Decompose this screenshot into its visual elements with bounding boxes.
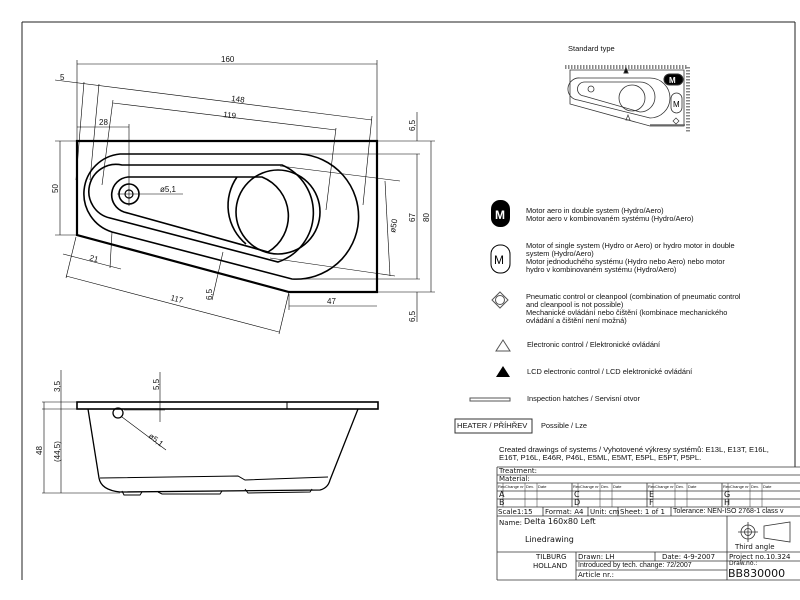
pneumatic-control-diamond-icon <box>491 291 509 309</box>
legend-motor-single-line1: Motor of single system (Hydro or Aero) o… <box>526 241 735 250</box>
unit-field: Unit: cm <box>590 508 620 516</box>
scale-field: Scale1:15 <box>498 508 533 516</box>
dim-119: 119 <box>223 110 237 121</box>
side-view-dimension-labels: 3,5 5,5 48 (44,5) ø5,1 <box>35 378 165 462</box>
tub-rim <box>76 401 379 410</box>
systems-note-line1: Created drawings of systems / Vyhotovené… <box>499 445 769 454</box>
projection-label: Third angle <box>735 543 775 551</box>
tolerance-field: Tolerance: NEN-ISO 2768-1 class v <box>673 508 784 515</box>
electronic-control-triangle-icon <box>495 339 511 352</box>
rev-a: A <box>499 490 505 499</box>
thumbnail-motor-single: M <box>673 100 680 109</box>
dim-28: 28 <box>99 118 108 127</box>
dim-160: 160 <box>221 55 235 64</box>
article-field: Article nr.: <box>578 571 614 579</box>
lcd-control-filled-triangle-icon <box>496 366 510 377</box>
dim-50: 50 <box>51 184 60 193</box>
material-field: Material: <box>499 475 530 483</box>
project-number: Project no.10.324 <box>729 553 791 561</box>
svg-text:M: M <box>494 253 504 267</box>
legend-heater-possible: Possible / Lze <box>541 421 588 430</box>
basin-circle <box>235 169 321 255</box>
dim-44-5: (44,5) <box>53 441 62 462</box>
dim-21: 21 <box>88 253 99 264</box>
legend-pneumatic-line1: Pneumatic control or cleanpool (combinat… <box>526 292 741 301</box>
rev-e: E <box>649 490 655 499</box>
rev-b: B <box>499 498 505 507</box>
draw-no-label: Draw.no.: <box>729 560 758 567</box>
rev-c: C <box>574 490 580 499</box>
legend-icons: M M <box>454 200 533 434</box>
legend-pneumatic-line4: ovládání a čištění není možná) <box>526 316 627 325</box>
legend-pneumatic-line3: Mechanické ovládání nebo čištění (kombin… <box>526 308 728 317</box>
legend-lcd-control: LCD electronic control / LCD elektronick… <box>527 367 693 376</box>
drawn-field: Drawn: LH <box>578 553 615 561</box>
legend-motor-aero-line2: Motor aero v kombinovaném systému (Hydro… <box>526 214 694 223</box>
dim-117: 117 <box>169 293 184 305</box>
heater-box <box>454 418 533 434</box>
motor-aero-filled-icon: M <box>491 200 510 227</box>
standard-type-thumbnail: M M <box>565 65 690 132</box>
legend-motor-single-line4: hydro v kombinovaném systému (Hydro/Aero… <box>526 265 677 274</box>
drawing-number: BB830000 <box>728 567 786 580</box>
dim-80: 80 <box>422 213 431 222</box>
title-block-grid <box>496 466 800 581</box>
standard-type-title: Standard type <box>568 44 615 53</box>
tub-outline <box>75 139 379 294</box>
company-line2: HOLLAND <box>533 562 568 570</box>
inner-basin <box>110 176 290 253</box>
top-view-dimension-labels: 160 5 148 119 28 ø5,1 50 ø50 67 80 6,5 6… <box>51 55 431 322</box>
thumbnail-motor-aero: M <box>669 76 676 85</box>
tub-body <box>87 408 359 493</box>
treatment-field: Treatment: <box>499 467 537 475</box>
dimension-lines <box>54 60 435 335</box>
rev-d: D <box>574 498 581 507</box>
dim-drain-dia: ø5,1 <box>147 431 166 448</box>
legend-inspection-hatch: Inspection hatches / Servisní otvor <box>527 394 640 403</box>
legend-motor-single-line3: Motor jednoduchého systému (Hydro nebo A… <box>526 257 725 266</box>
legend-electronic-control: Electronic control / Elektronické ovládá… <box>527 340 661 349</box>
name-label: Name: <box>499 519 523 527</box>
inspection-hatch-icon <box>469 397 511 402</box>
format-field: Format: A4 <box>545 508 584 516</box>
dim-67: 67 <box>408 213 417 222</box>
legend-motor-aero-line1: Motor aero in double system (Hydro/Aero) <box>526 206 664 215</box>
svg-text:M: M <box>495 208 505 222</box>
systems-note-line2: E16T, P16L, E46R, P46L, E5ML, E5MT, E5PL… <box>499 453 702 462</box>
legend-heater-label: HEATER / PŘÍHŘEV <box>457 421 528 430</box>
date-field: Date: 4-9-2007 <box>662 553 716 561</box>
rev-h: H <box>724 498 731 507</box>
legend-motor-single-line2: system (Hydro/Aero) <box>526 249 594 258</box>
dim-rim-top: 6,5 <box>408 119 417 131</box>
dim-dia-50: ø50 <box>388 218 399 234</box>
dim-48: 48 <box>35 446 44 455</box>
drawing-subtitle: Linedrawing <box>525 535 574 544</box>
company-line1: TILBURG <box>536 553 567 561</box>
dim-5: 5 <box>60 73 65 82</box>
rev-f: F <box>649 498 654 507</box>
legend-pneumatic-line2: and cleanpool is not possible) <box>526 300 624 309</box>
dim-5-5: 5,5 <box>152 378 161 390</box>
overflow-hole <box>112 407 124 419</box>
third-angle-projection-icon <box>738 521 791 543</box>
dim-hole-dia: ø5,1 <box>160 185 177 194</box>
side-view <box>42 370 379 496</box>
dim-rim-side: 6,5 <box>205 288 214 300</box>
drawing-name: Delta 160x80 Left <box>524 517 596 526</box>
introduced-field: Introduced by tech. change: 72/2007 <box>578 562 692 569</box>
dim-47: 47 <box>327 297 336 306</box>
dim-rim-bottom: 6,5 <box>408 310 417 322</box>
sheet-field: Sheet: 1 of 1 <box>620 508 665 516</box>
dim-3-5: 3,5 <box>53 380 62 392</box>
top-view <box>54 60 435 335</box>
backrest-arc <box>227 176 247 245</box>
outer-rim-loop <box>83 153 360 280</box>
dim-148: 148 <box>231 94 246 105</box>
motor-single-outline-icon: M <box>490 244 511 274</box>
rev-g: G <box>724 490 731 499</box>
middle-loop <box>88 163 315 263</box>
sheet-frame <box>21 21 796 580</box>
